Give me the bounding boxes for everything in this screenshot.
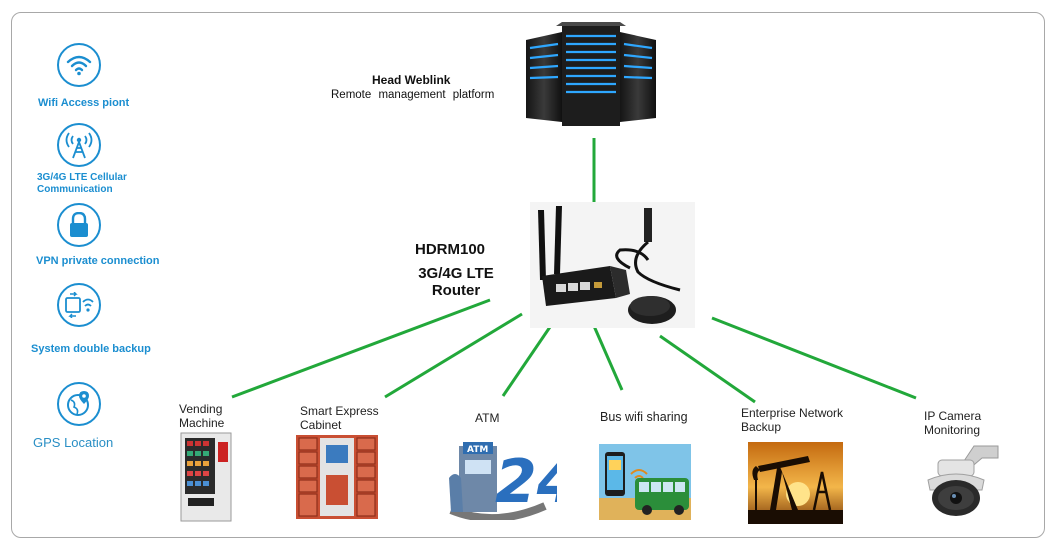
svg-text:24: 24	[495, 447, 557, 517]
lock-icon	[57, 203, 101, 247]
app-label-enterprise-backup: Enterprise Network Backup	[741, 406, 844, 434]
wifi-icon	[57, 43, 101, 87]
app-label-bus-wifi: Bus wifi sharing	[600, 410, 688, 424]
express-cabinet-image	[296, 435, 378, 519]
globe-location-icon	[57, 382, 101, 426]
platform-subtitle: Remote management platform	[331, 89, 495, 101]
bus-wifi-image	[599, 444, 691, 520]
link-enterprise-backup	[659, 334, 756, 404]
svg-text:ATM: ATM	[467, 445, 488, 455]
app-label-ip-camera: IP Camera Monitoring	[924, 409, 982, 437]
feature-label-cellular: 3G/4G LTE Cellular Communication	[37, 172, 127, 195]
app-label-vending: Vending Machine	[179, 402, 225, 430]
feature-label-vpn: VPN private connection	[36, 255, 160, 267]
link-bus-wifi	[592, 325, 624, 391]
ip-camera-image	[927, 445, 999, 516]
router-type: 3G/4G LTE Router	[418, 265, 494, 299]
diagram-frame	[11, 12, 1045, 538]
cell-tower-icon	[57, 123, 101, 167]
app-label-express-cabinet: Smart Express Cabinet	[300, 404, 379, 432]
server-rack-image	[526, 22, 656, 126]
feature-label-wifi: Wifi Access piont	[38, 97, 130, 109]
link-vending	[231, 298, 491, 399]
link-ip-camera	[711, 316, 917, 400]
link-express-cabinet	[384, 312, 523, 399]
router-image	[530, 202, 695, 328]
vending-machine-image	[180, 432, 232, 522]
oil-pump-image	[748, 442, 843, 524]
backup-icon	[57, 283, 101, 327]
atm-image: ATM 24	[449, 442, 557, 520]
link-atm	[501, 323, 554, 397]
app-label-atm: ATM	[475, 411, 500, 425]
platform-title: Head Weblink	[372, 73, 451, 87]
router-model: HDRM100	[414, 241, 486, 258]
feature-label-gps: GPS Location	[33, 435, 114, 450]
feature-label-backup: System double backup	[31, 343, 151, 355]
